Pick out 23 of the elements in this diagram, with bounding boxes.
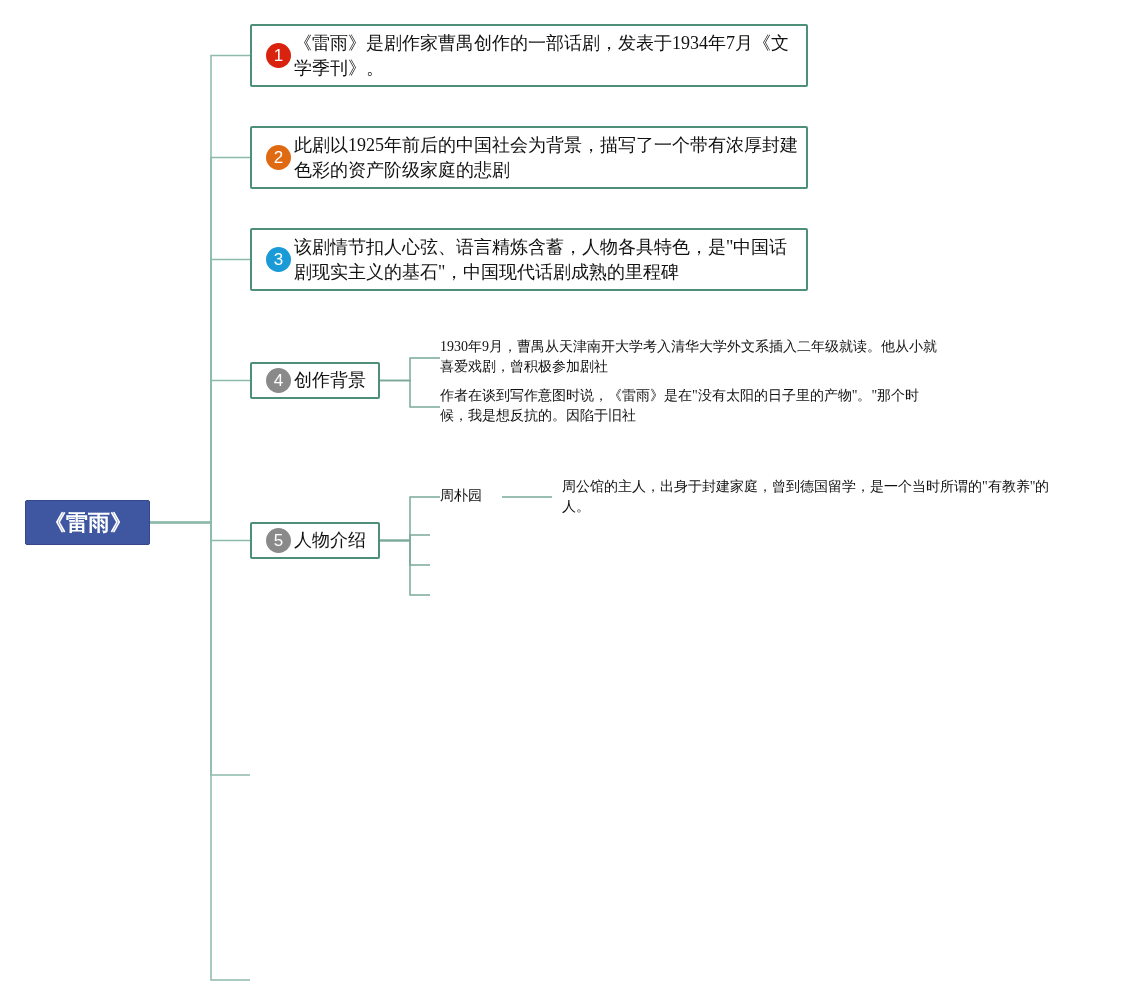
connector-line: [379, 379, 441, 408]
topic-text: 此剧以1925年前后的中国社会为背景，描写了一个带有浓厚封建色彩的资产阶级家庭的悲剧: [294, 133, 798, 182]
branch-text: 周朴园: [440, 486, 495, 508]
branch-text: 周公馆的主人，出身于封建家庭，曾到德国留学，是一个当时所谓的"有教养"的人。: [562, 477, 1062, 519]
topic-box: [250, 522, 380, 559]
topic-text: 该剧情节扣人心弦、语言精炼含蓄，人物各具特色，是"中国话剧现实主义的基石"，中国现代话剧成熟的里程碑: [294, 235, 789, 284]
connector-line: [501, 496, 553, 498]
number-badge: 4: [266, 368, 291, 393]
topic-box: [250, 362, 380, 399]
topic-box: [250, 126, 808, 189]
topic-text: 创作背景: [294, 369, 366, 392]
connector-line: [379, 539, 431, 596]
number-badge: 3: [266, 247, 291, 272]
title-box: 《雷雨》: [25, 500, 150, 545]
topic-text: 人物介绍: [294, 529, 366, 552]
number-badge: 1: [266, 43, 291, 68]
number-badge: 5: [266, 528, 291, 553]
branch-text: 作者在谈到写作意图时说，《雷雨》是在"没有太阳的日子里的产物"。"那个时候，我是想反抗的。因陷于旧社: [440, 386, 930, 428]
number-badge: 2: [266, 145, 291, 170]
topic-box: [250, 24, 808, 87]
topic-box: [250, 228, 808, 291]
branch-text: 1930年9月，曹禺从天津南开大学考入清华大学外文系插入二年级就读。他从小就喜爱戏剧，曾积极参加剧社: [440, 337, 950, 379]
topic-text: 《雷雨》是剧作家曹禺创作的一部话剧，发表于1934年7月《文学季刊》。: [294, 31, 790, 80]
